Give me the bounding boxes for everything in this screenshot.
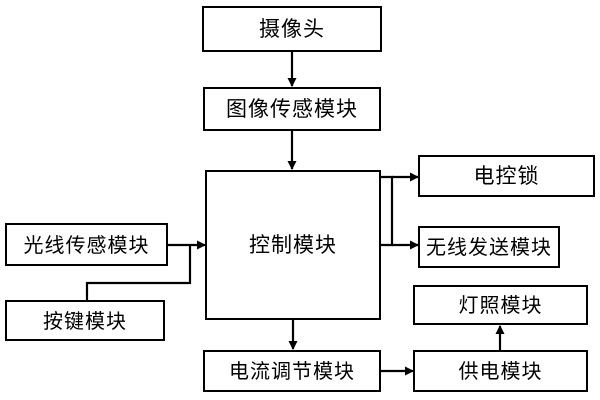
node-control-module-label: 控制模块 [249, 232, 337, 257]
node-wireless-send-module: 无线发送模块 [418, 226, 560, 268]
node-power-supply-module: 供电模块 [413, 350, 588, 392]
node-current-regulation-module-label: 电流调节模块 [229, 359, 355, 383]
node-image-sensing-module-label: 图像传感模块 [226, 96, 358, 121]
node-camera: 摄像头 [202, 6, 382, 52]
node-power-supply-module-label: 供电模块 [458, 359, 543, 383]
node-light-sensing-module-label: 光线传感模块 [23, 232, 150, 257]
edge-control-right-branch [381, 172, 419, 250]
node-key-module: 按键模块 [5, 300, 165, 341]
node-camera-label: 摄像头 [259, 16, 325, 41]
node-control-module: 控制模块 [205, 170, 381, 320]
node-light-sensing-module: 光线传感模块 [5, 223, 168, 266]
node-image-sensing-module: 图像传感模块 [203, 87, 381, 131]
node-lighting-module: 灯照模块 [413, 285, 588, 325]
edge-key-to-control [85, 246, 192, 300]
node-electric-lock: 电控锁 [418, 155, 595, 197]
node-wireless-send-module-label: 无线发送模块 [426, 235, 552, 259]
node-electric-lock-label: 电控锁 [473, 163, 540, 188]
node-lighting-module-label: 灯照模块 [458, 293, 543, 317]
node-current-regulation-module: 电流调节模块 [203, 350, 381, 392]
node-key-module-label: 按键模块 [43, 308, 127, 333]
